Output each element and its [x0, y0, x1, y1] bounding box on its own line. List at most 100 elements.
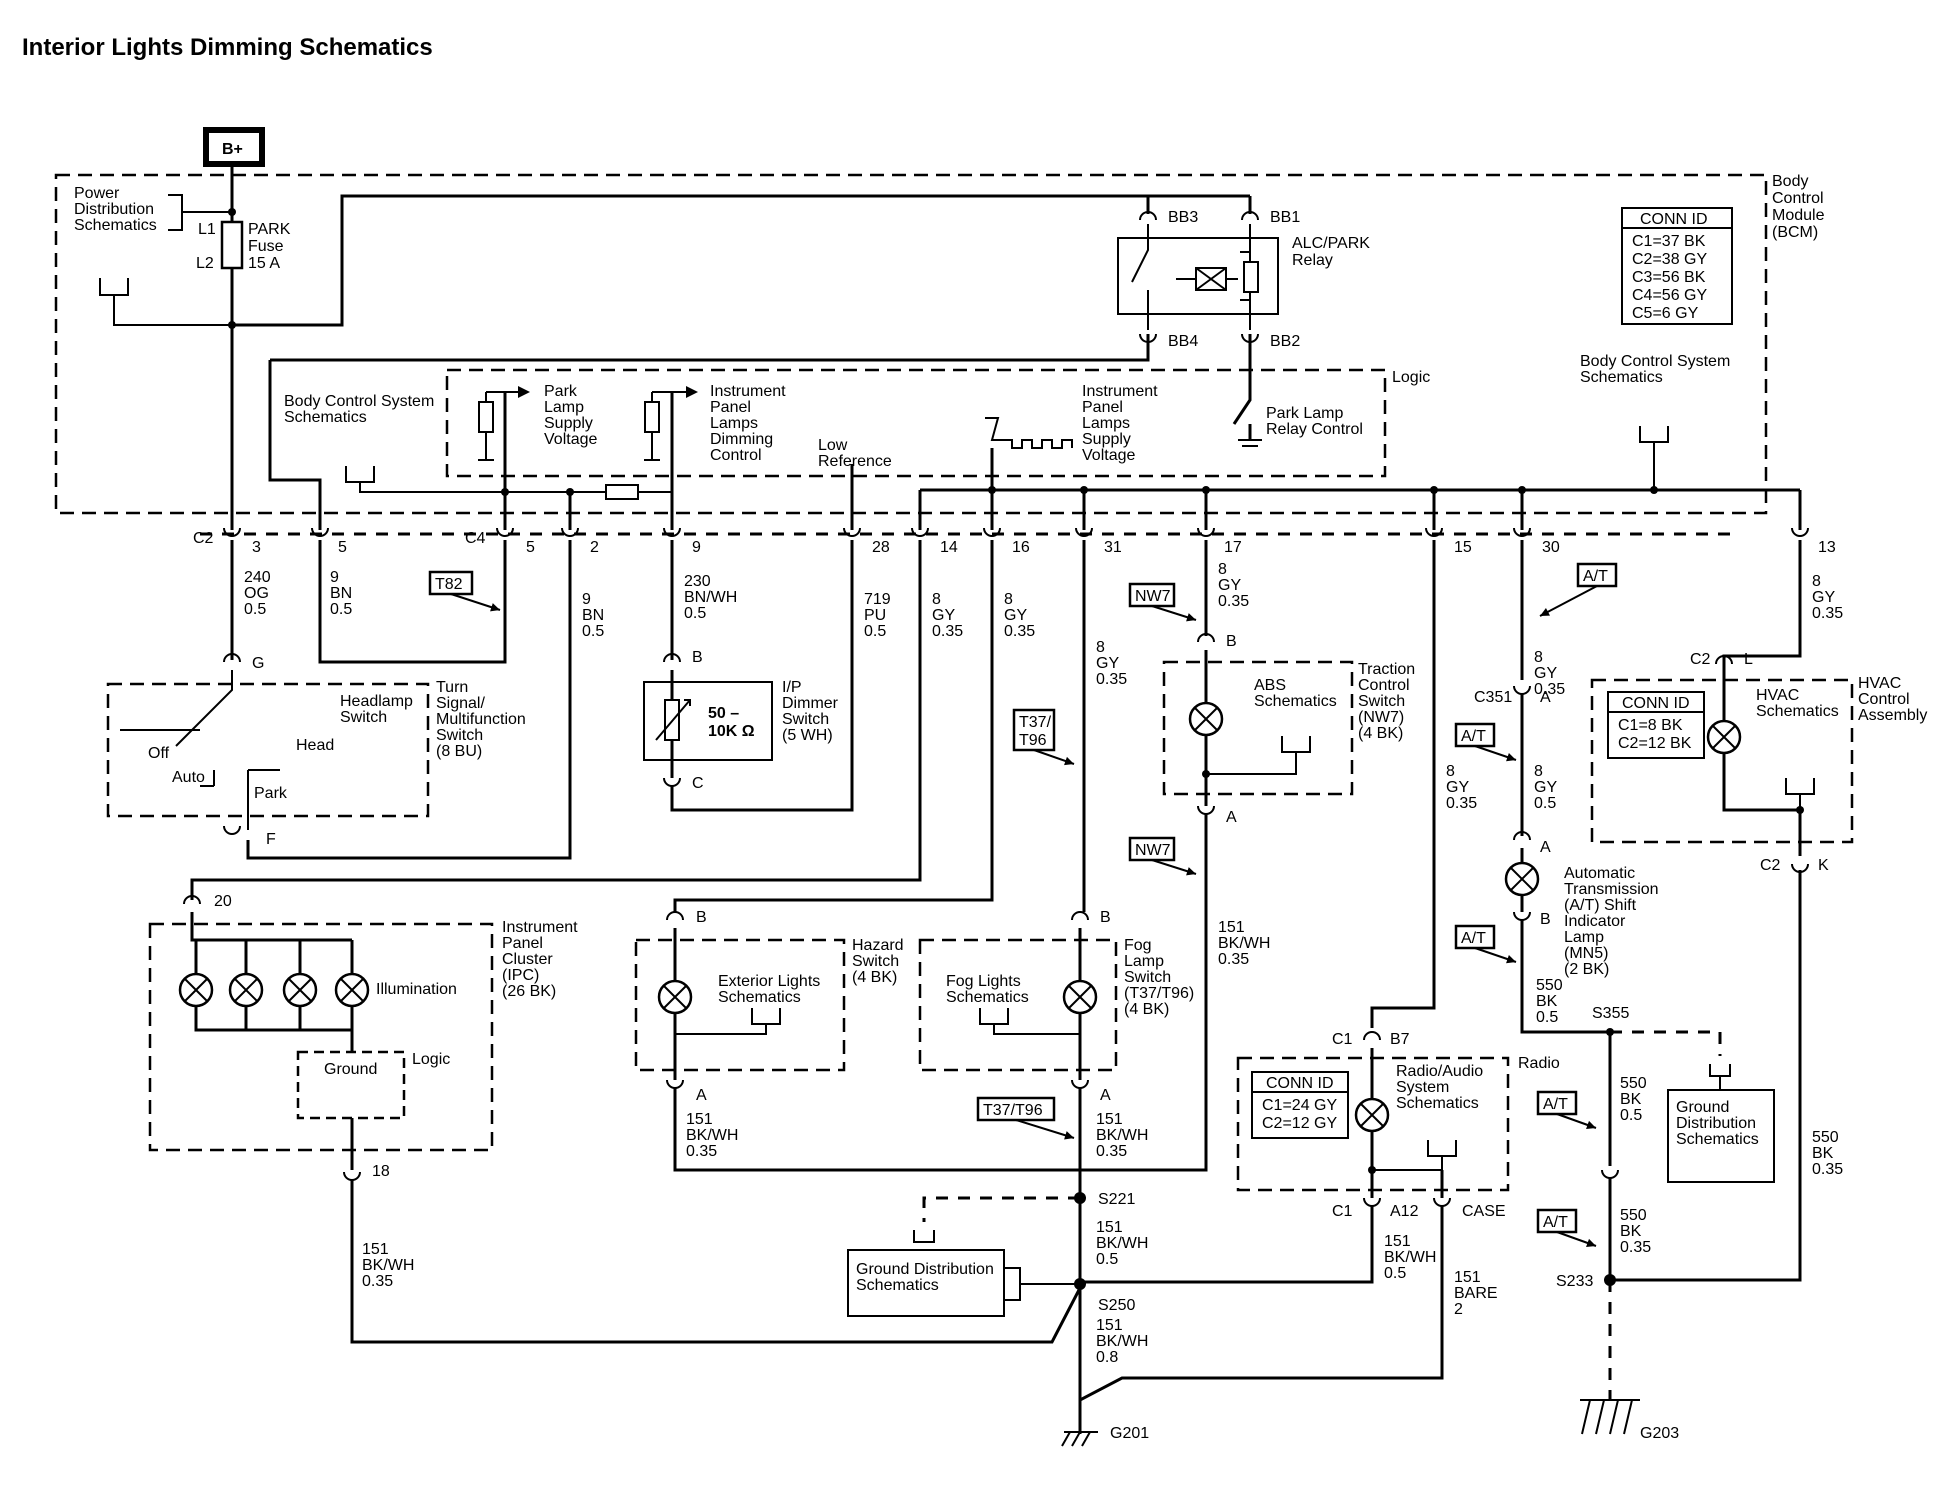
wire-label: 719: [864, 591, 891, 608]
bcm-conn-id-table: CONN ID C1=37 BK C2=38 GY C3=56 BK C4=56…: [1621, 207, 1733, 325]
svg-text:(4 BK): (4 BK): [852, 969, 897, 986]
wire-label: 0.35: [1534, 681, 1565, 698]
svg-text:Park Lamp: Park Lamp: [1266, 405, 1343, 422]
svg-text:Fog: Fog: [1124, 937, 1152, 954]
alc-park-relay: BB3 BB1 BB4 BB2 ALC/PARK Relay: [1117, 209, 1370, 350]
svg-text:(A/T) Shift: (A/T) Shift: [1564, 897, 1637, 914]
wire-label: 151: [1096, 1219, 1123, 1236]
svg-text:G: G: [252, 655, 264, 672]
svg-text:(5 WH): (5 WH): [782, 727, 833, 744]
option-tag-label: A/T: [1543, 1214, 1568, 1231]
svg-text:G203: G203: [1640, 1425, 1679, 1442]
svg-text:I/P: I/P: [782, 679, 802, 696]
svg-text:A: A: [1540, 689, 1551, 706]
option-tag-label: A/T: [1461, 930, 1486, 947]
wire-label: BN: [582, 607, 604, 624]
svg-text:Voltage: Voltage: [1082, 447, 1135, 464]
connector-pin: 2: [590, 539, 599, 556]
option-tag-label: T82: [435, 576, 463, 593]
wire-label: 8: [1446, 763, 1455, 780]
svg-text:Exterior Lights: Exterior Lights: [718, 973, 820, 990]
svg-text:Schematics: Schematics: [1676, 1131, 1759, 1148]
svg-text:C2=12 GY: C2=12 GY: [1262, 1115, 1337, 1132]
wire-label: 8: [1534, 763, 1543, 780]
option-tag-label: A/T: [1543, 1096, 1568, 1113]
svg-text:Schematics: Schematics: [856, 1277, 939, 1294]
wire-label: GY: [932, 607, 955, 624]
svg-text:Fog Lights: Fog Lights: [946, 973, 1021, 990]
wire-label: BK/WH: [362, 1257, 414, 1274]
svg-text:Transmission: Transmission: [1564, 881, 1659, 898]
ip-lamps-supply-voltage: Instrument Panel Lamps Supply Voltage: [985, 383, 1158, 464]
svg-text:(BCM): (BCM): [1772, 224, 1818, 241]
bplus-label: B+: [222, 141, 243, 158]
wire-label: GY: [1446, 779, 1469, 796]
svg-text:Relay Control: Relay Control: [1266, 421, 1363, 438]
wire-label: 0.35: [362, 1273, 393, 1290]
wire-label: BK: [1812, 1145, 1834, 1162]
svg-text:B: B: [1100, 909, 1111, 926]
wire-label: 0.35: [1096, 1143, 1127, 1160]
svg-text:Low: Low: [818, 437, 848, 454]
wire-label: 8: [1096, 639, 1105, 656]
svg-text:C351: C351: [1474, 689, 1512, 706]
svg-text:Supply: Supply: [544, 415, 593, 432]
svg-text:BB2: BB2: [1270, 333, 1300, 350]
wire-label: GY: [1534, 779, 1557, 796]
option-tag-label: T37/T96: [983, 1102, 1043, 1119]
wire-label: 550: [1620, 1207, 1647, 1224]
svg-text:C2: C2: [1760, 857, 1781, 874]
svg-text:Body Control System: Body Control System: [1580, 353, 1730, 370]
svg-text:Ground: Ground: [1676, 1099, 1729, 1116]
hvac-control-assembly: C2 L C2 K CONN ID C1=8 BK C2=12 BK HVAC …: [1607, 651, 1927, 874]
wire-label: 2: [1454, 1301, 1463, 1318]
park-lamp-relay-control: Park Lamp Relay Control: [1266, 405, 1363, 438]
at-shift-indicator-lamp: C351 A A B Automatic Transmission (A/T) …: [1474, 685, 1659, 978]
svg-text:C2=38 GY: C2=38 GY: [1632, 251, 1707, 268]
svg-text:C1=8 BK: C1=8 BK: [1618, 717, 1683, 734]
svg-text:20: 20: [214, 893, 232, 910]
svg-text:Panel: Panel: [1082, 399, 1123, 416]
svg-text:(T37/T96): (T37/T96): [1124, 985, 1194, 1002]
svg-text:(4 BK): (4 BK): [1124, 1001, 1169, 1018]
wire-label: GY: [1218, 577, 1241, 594]
option-tag-label: T96: [1019, 732, 1047, 749]
bcm-label: Body Control Module (BCM): [1772, 173, 1825, 241]
svg-text:CASE: CASE: [1462, 1203, 1506, 1220]
svg-text:C: C: [692, 775, 704, 792]
wire-label: 9: [330, 569, 339, 586]
wire-label: BK: [1620, 1223, 1642, 1240]
svg-text:C1=37 BK: C1=37 BK: [1632, 233, 1706, 250]
svg-text:Schematics: Schematics: [284, 409, 367, 426]
svg-text:C3=56 BK: C3=56 BK: [1632, 269, 1706, 286]
svg-text:C2: C2: [1690, 651, 1711, 668]
park-lamp-supply-voltage: Park Lamp Supply Voltage: [478, 383, 597, 461]
wire-label: 0.35: [1004, 623, 1035, 640]
svg-text:L: L: [1744, 651, 1753, 668]
svg-text:Control: Control: [1858, 691, 1910, 708]
wire-label: 0.8: [1096, 1349, 1118, 1366]
wire-label: 151: [686, 1111, 713, 1128]
svg-text:HVAC: HVAC: [1756, 687, 1799, 704]
svg-text:PARK: PARK: [248, 221, 291, 238]
headlamp-switch: G F Off Auto Head Park Headlamp Switch T…: [120, 653, 526, 848]
bcm-logic-label: Logic: [1392, 369, 1430, 386]
connector-pin: 5: [526, 539, 535, 556]
wire-label: 550: [1812, 1129, 1839, 1146]
svg-text:C2=12 BK: C2=12 BK: [1618, 735, 1692, 752]
svg-text:System: System: [1396, 1079, 1449, 1096]
connector-pin: 13: [1818, 539, 1836, 556]
svg-text:15 A: 15 A: [248, 255, 280, 272]
body-control-system-ref-left: Body Control System Schematics: [284, 393, 434, 426]
wire-label: 151: [1096, 1111, 1123, 1128]
svg-text:B: B: [692, 649, 703, 666]
svg-text:B: B: [1226, 633, 1237, 650]
ground-g203: G203: [1580, 1399, 1679, 1442]
svg-text:Switch: Switch: [1124, 969, 1171, 986]
svg-text:Control: Control: [1772, 190, 1824, 207]
svg-text:A: A: [1226, 809, 1237, 826]
svg-text:Control: Control: [710, 447, 762, 464]
